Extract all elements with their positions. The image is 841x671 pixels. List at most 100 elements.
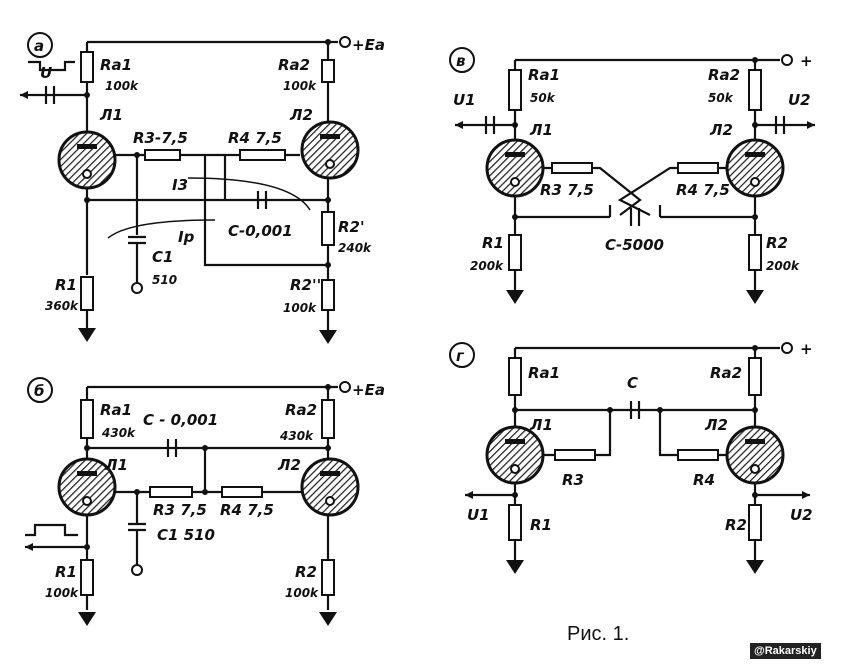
ground-icon xyxy=(746,560,764,574)
r4-label: R4 7,5 xyxy=(676,181,730,199)
tube-anode xyxy=(505,439,525,444)
vacuum-tube-icon xyxy=(485,138,545,198)
resistor xyxy=(748,504,762,541)
tube1-label: Л1 xyxy=(104,456,128,474)
vacuum-tube-icon xyxy=(725,138,785,198)
resistor xyxy=(508,357,522,396)
ra2-value: 430k xyxy=(279,429,314,443)
tube-cathode xyxy=(82,496,92,506)
c-label: C xyxy=(627,374,638,392)
ra1-label: Ra1 xyxy=(100,56,132,74)
resistor xyxy=(677,162,719,174)
ra1-label: Ra1 xyxy=(100,401,132,419)
circuit-g: г + Ra1 Ra2 C Л1 Л2 R3 R4 U1 U2 R1 R2 xyxy=(449,340,813,534)
r2b-value: 100k xyxy=(283,301,317,315)
ra1-value: 50k xyxy=(530,91,556,105)
figure-caption: Рис. 1. xyxy=(567,623,629,645)
tube-cathode xyxy=(82,169,92,179)
terminal xyxy=(781,342,793,354)
tube-anode xyxy=(320,134,340,139)
ground-icon xyxy=(746,290,764,304)
tube2-label: Л2 xyxy=(709,121,733,139)
ra1-value: 100k xyxy=(105,79,139,93)
terminal xyxy=(781,54,793,66)
resistor xyxy=(321,279,335,311)
circuit-tag: г xyxy=(456,347,465,365)
circuit-tag: в xyxy=(456,52,466,70)
tube1-label: Л1 xyxy=(529,416,553,434)
r2a-label: R2' xyxy=(338,218,365,236)
circuit-tag-circle xyxy=(449,342,475,368)
c1-label: C1 510 xyxy=(157,526,215,544)
c-label: C - 0,001 xyxy=(143,411,218,429)
arrow-icon xyxy=(465,491,473,499)
ra2-label: Ra2 xyxy=(285,401,317,419)
supply-label: +Eа xyxy=(352,36,385,54)
tube-cathode xyxy=(750,464,760,474)
current-arrow-ip xyxy=(107,219,216,239)
resistor xyxy=(321,399,335,439)
c1-value: 510 xyxy=(152,273,177,287)
r3-label: R3 7,5 xyxy=(540,181,594,199)
c1-label: C1 xyxy=(152,248,173,266)
wire xyxy=(543,410,612,457)
tube2-label: Л2 xyxy=(277,456,301,474)
junction-dot xyxy=(752,407,758,413)
vacuum-tube-icon xyxy=(300,457,360,517)
supply-label: + xyxy=(800,52,813,70)
resistor xyxy=(144,149,181,161)
ra2-value: 100k xyxy=(283,79,317,93)
resistor xyxy=(80,559,94,596)
resistor xyxy=(748,69,762,111)
circuit-tag-circle xyxy=(27,32,53,58)
r2a-value: 240k xyxy=(338,241,372,255)
circuit-tag: б xyxy=(34,382,44,400)
resistor xyxy=(508,234,522,271)
r4-label: R4 xyxy=(693,471,715,489)
resistor xyxy=(508,69,522,111)
r2-label: R2 xyxy=(295,563,317,581)
tube-cathode xyxy=(510,464,520,474)
r4-label: R4 7,5 xyxy=(228,129,282,147)
tube-anode xyxy=(320,471,340,476)
r3-label: R3 xyxy=(562,471,584,489)
ground-icon xyxy=(78,612,96,626)
tube-anode xyxy=(745,152,765,157)
tube-anode xyxy=(505,152,525,157)
ground-icon xyxy=(319,612,337,626)
r1-value: 200k xyxy=(470,259,504,273)
u-label: U xyxy=(40,64,52,82)
r2-value: 100k xyxy=(285,586,319,600)
arrow-icon xyxy=(455,121,463,129)
resistor xyxy=(551,162,593,174)
vacuum-tube-icon xyxy=(725,425,785,485)
terminal xyxy=(339,36,351,48)
ra2-label: Ra2 xyxy=(708,66,740,84)
tube2-label: Л2 xyxy=(704,416,728,434)
tube2-label: Л2 xyxy=(289,106,313,124)
ground-icon xyxy=(78,328,96,342)
circuit-tag-circle xyxy=(27,377,53,403)
vacuum-tube-icon xyxy=(485,425,545,485)
terminal xyxy=(339,381,351,393)
wire xyxy=(25,523,78,537)
circuit-a: а +Eа Ra1 100k Ra2 100k U Л1 Л2 R3-7,5 R… xyxy=(27,32,385,315)
r1-label: R1 xyxy=(530,516,552,534)
r4-label: R4 7,5 xyxy=(220,501,274,519)
resistor xyxy=(677,449,719,461)
r1-value: 360k xyxy=(45,299,79,313)
vacuum-tube-icon xyxy=(57,130,117,190)
circuit-v: в + Ra1 50k Ra2 50k U1 U2 Л1 Л2 R3 7,5 R… xyxy=(449,47,813,273)
ground-icon xyxy=(506,290,524,304)
resistor xyxy=(149,486,193,498)
tube-anode xyxy=(745,439,765,444)
r2b-label: R2'' xyxy=(290,276,321,294)
terminal xyxy=(131,282,143,294)
supply-label: + xyxy=(800,340,813,358)
resistor xyxy=(321,59,335,83)
circuit-tag: а xyxy=(34,37,44,55)
r3-label: R3-7,5 xyxy=(133,129,188,147)
supply-label: +Eа xyxy=(352,381,385,399)
ip-label: Ip xyxy=(178,228,195,246)
